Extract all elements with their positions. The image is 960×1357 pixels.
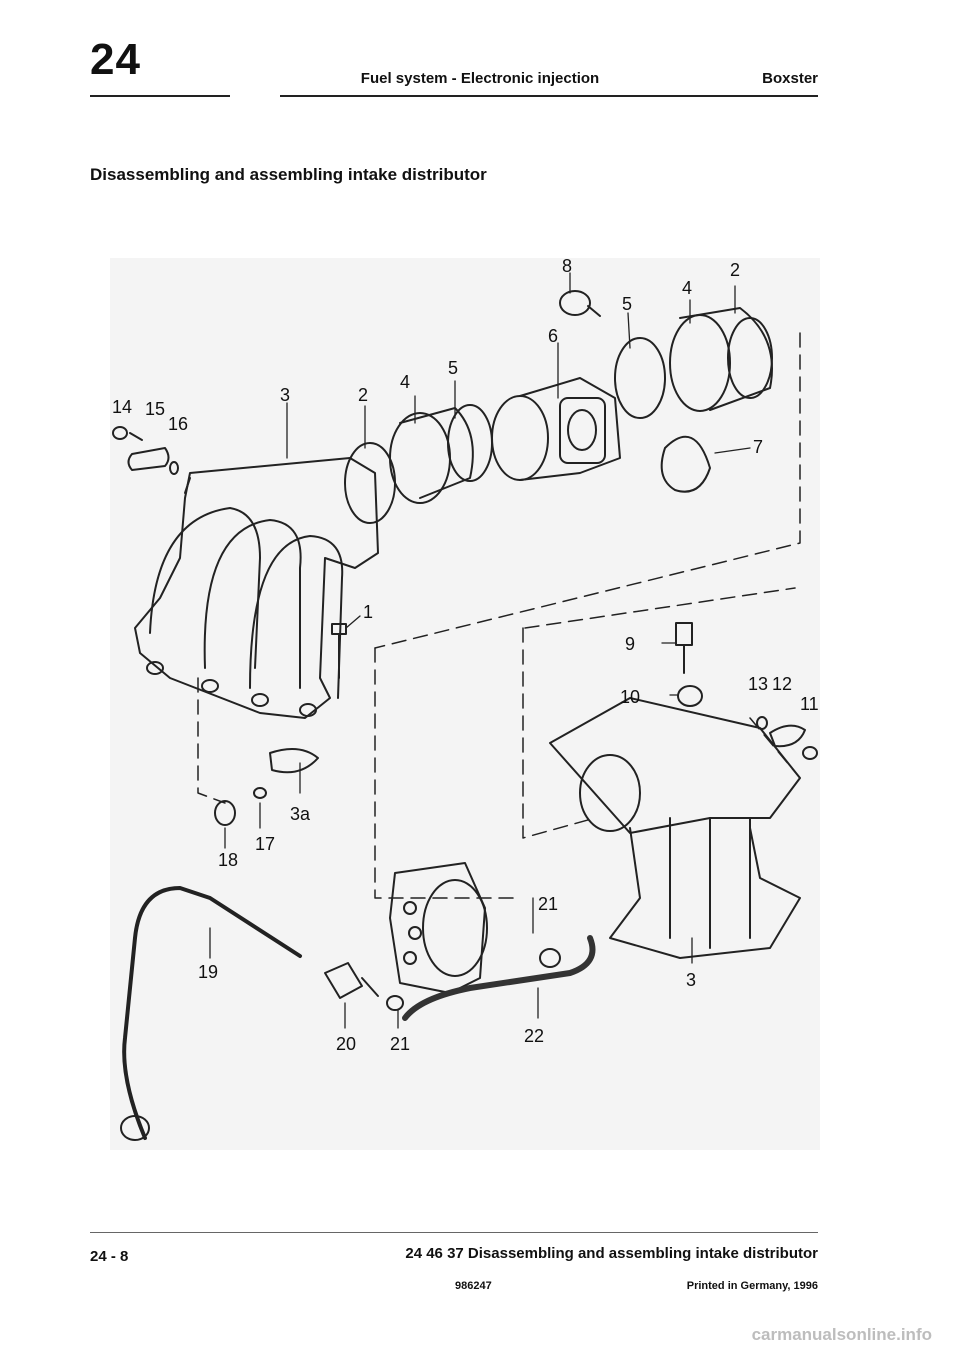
right-intake-distributor <box>549 697 801 959</box>
label-12: 12 <box>772 674 792 694</box>
grommet-part-10 <box>677 685 703 707</box>
label-5-right: 5 <box>622 294 632 314</box>
assembly-guide-lines <box>197 332 801 899</box>
hose-part-22 <box>402 935 596 1021</box>
label-1: 1 <box>363 602 373 622</box>
gasket-part-7 <box>660 435 711 493</box>
label-17: 17 <box>255 834 275 854</box>
label-2-left: 2 <box>358 385 368 405</box>
leader-lines <box>209 272 751 1029</box>
label-13: 13 <box>748 674 768 694</box>
document-code: 986247 <box>455 1280 492 1292</box>
label-16: 16 <box>168 414 188 434</box>
label-6: 6 <box>548 326 558 346</box>
label-7: 7 <box>753 437 763 457</box>
label-3-right: 3 <box>686 970 696 990</box>
label-21-upper: 21 <box>538 894 558 914</box>
exploded-view-diagram: 8 2 4 5 6 5 4 2 3 14 15 16 7 1 9 10 13 1… <box>110 258 820 1150</box>
label-11: 11 <box>800 694 819 714</box>
label-14: 14 <box>112 397 132 417</box>
valve-part-20 <box>324 962 379 999</box>
intake-bellows-left <box>344 404 493 524</box>
intake-bellows-right <box>614 307 773 419</box>
label-5-left: 5 <box>448 358 458 378</box>
label-3a: 3a <box>290 804 311 824</box>
sensor-part-9 <box>675 622 693 674</box>
connector-end-icon <box>120 1115 150 1141</box>
header-rule <box>280 95 818 97</box>
clamp-part-21-upper <box>539 948 561 968</box>
fastener-group-14-16 <box>112 426 179 475</box>
label-4-left: 4 <box>400 372 410 392</box>
label-21-lower: 21 <box>390 1034 410 1054</box>
label-18: 18 <box>218 850 238 870</box>
header-title: Fuel system - Electronic injection <box>360 70 600 87</box>
chapter-number: 24 <box>90 35 141 84</box>
sensor-part-8 <box>559 290 601 317</box>
label-3-left: 3 <box>280 385 290 405</box>
label-19: 19 <box>198 962 218 982</box>
gasket-part-3a <box>269 748 319 774</box>
header-model: Boxster <box>762 70 818 87</box>
section-title: Disassembling and assembling intake dist… <box>90 165 487 184</box>
clamp-part-21-lower <box>386 995 404 1011</box>
footer-rule <box>90 1232 818 1233</box>
label-8: 8 <box>562 258 572 276</box>
page-number: 24 - 8 <box>90 1248 129 1265</box>
bolt-part-1 <box>331 623 347 679</box>
bracket-parts-17-18 <box>214 787 267 826</box>
fastener-group-11-13 <box>756 716 818 760</box>
label-22: 22 <box>524 1026 544 1046</box>
part-labels: 8 2 4 5 6 5 4 2 3 14 15 16 7 1 9 10 13 1… <box>112 258 819 1054</box>
label-2-right: 2 <box>730 260 740 280</box>
label-15: 15 <box>145 399 165 419</box>
footer-description: 24 46 37 Disassembling and assembling in… <box>405 1245 818 1262</box>
watermark: carmanualsonline.info <box>751 1325 932 1344</box>
label-20: 20 <box>336 1034 356 1054</box>
header-rule-left <box>90 95 230 97</box>
label-9: 9 <box>625 634 635 654</box>
printed-note: Printed in Germany, 1996 <box>686 1280 818 1292</box>
throttle-body <box>389 862 488 994</box>
label-4-right: 4 <box>682 278 692 298</box>
left-intake-distributor <box>134 457 379 719</box>
label-10: 10 <box>620 687 640 707</box>
vent-line-part-19 <box>122 886 302 1140</box>
air-flow-sensor-housing <box>491 377 621 481</box>
